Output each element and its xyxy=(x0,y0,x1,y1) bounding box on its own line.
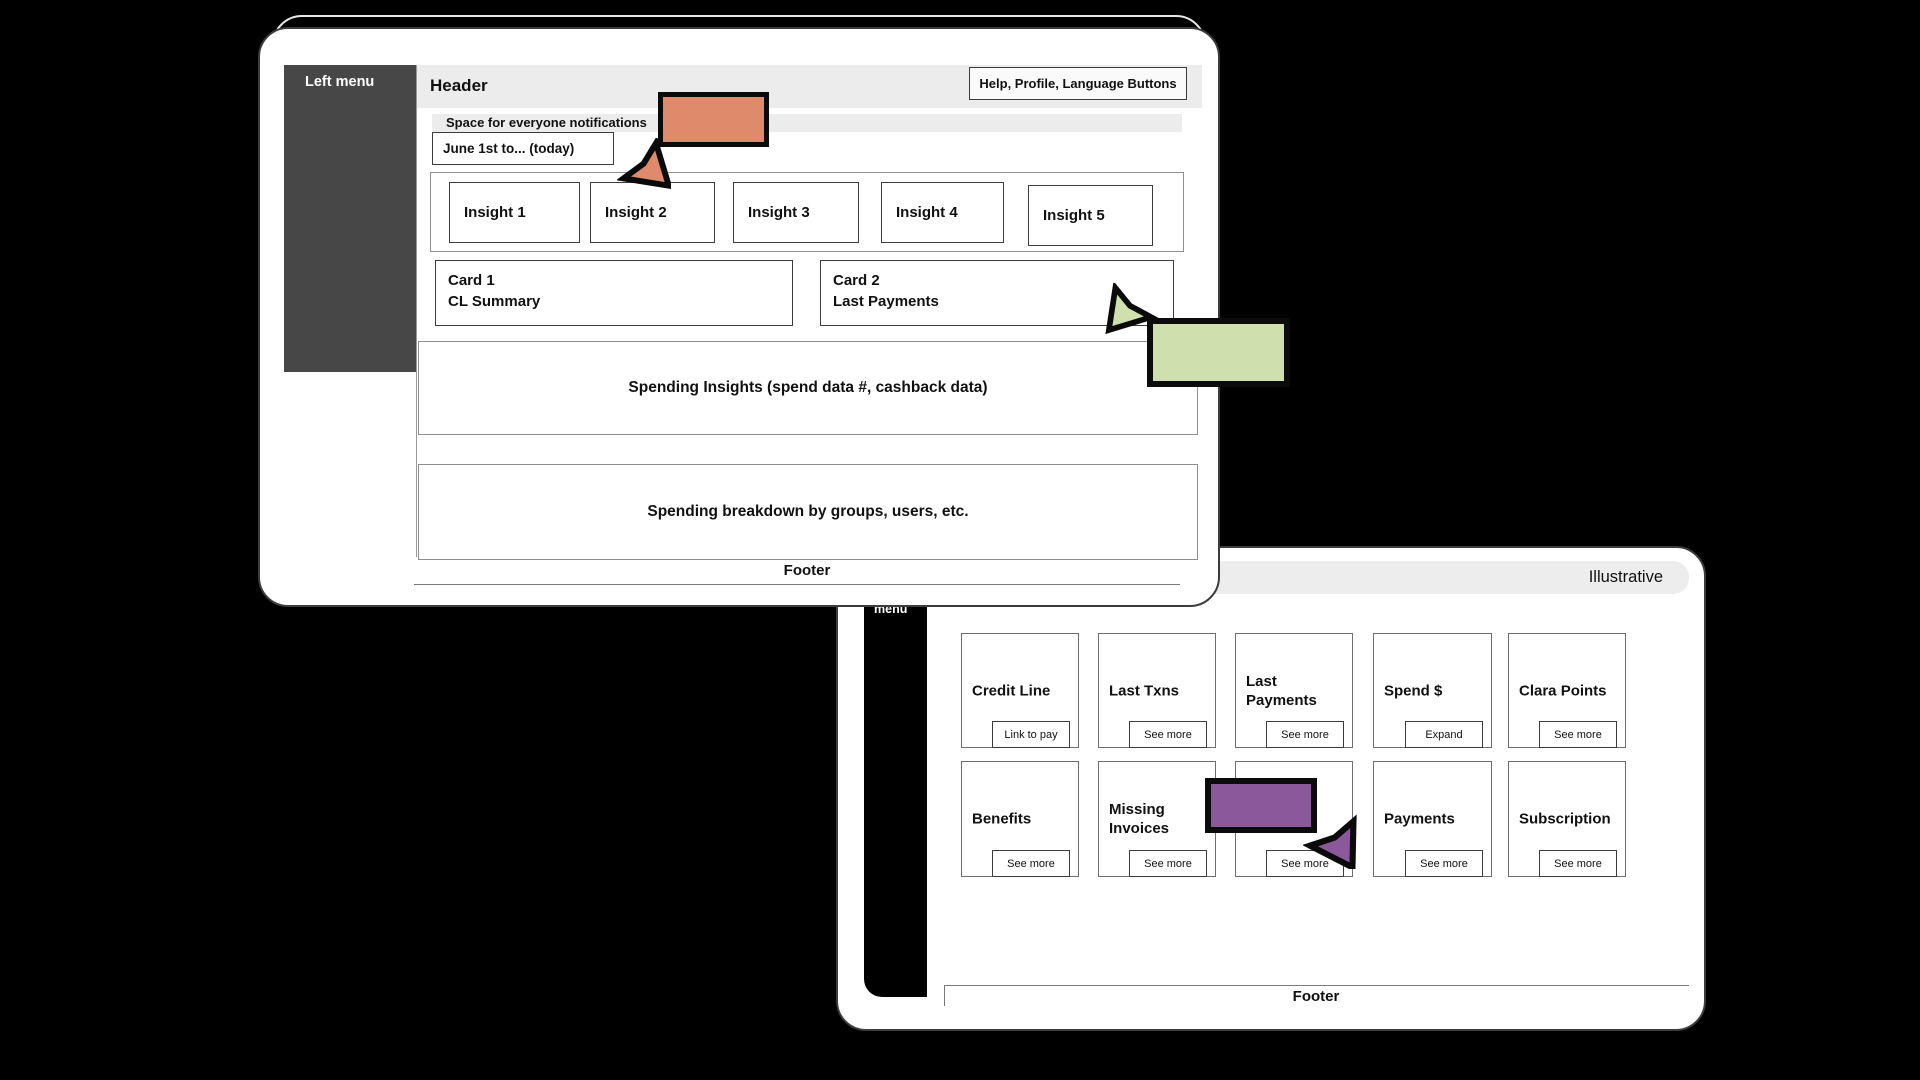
footer-label: Footer xyxy=(783,562,831,579)
footer-divider xyxy=(414,584,1180,585)
card-subtitle: CL Summary xyxy=(448,293,541,310)
footer-divider xyxy=(944,985,1689,1006)
tile-label: Subscription xyxy=(1519,810,1611,828)
insight-label: Insight 2 xyxy=(605,204,667,221)
spending-breakdown-text: Spending breakdown by groups, users, etc… xyxy=(647,503,969,520)
see-more-button[interactable]: See more xyxy=(1129,850,1207,877)
purple-highlight-rect xyxy=(1205,778,1317,833)
see-more-button[interactable]: See more xyxy=(1266,721,1344,748)
tile-clara-points[interactable]: Clara Points See more xyxy=(1508,633,1626,748)
summary-card-cl[interactable]: Card 1 CL Summary xyxy=(435,260,793,326)
sidebar-divider xyxy=(416,65,417,557)
insight-card-5[interactable]: Insight 5 xyxy=(1028,185,1153,246)
tile-last-txns[interactable]: Last Txns See more xyxy=(1098,633,1216,748)
tile-payments[interactable]: Payments See more xyxy=(1373,761,1492,877)
spending-breakdown-panel: Spending breakdown by groups, users, etc… xyxy=(418,464,1198,560)
spending-insights-panel: Spending Insights (spend data #, cashbac… xyxy=(418,341,1198,435)
tile-label: Last Txns xyxy=(1109,682,1180,699)
sidebar-label: Left menu xyxy=(305,74,375,90)
tile-label: Credit Line xyxy=(972,682,1051,699)
see-more-button[interactable]: See more xyxy=(1539,721,1617,748)
notifications-text: Space for everyone notifications xyxy=(446,115,647,130)
tile-label: Clara Points xyxy=(1519,682,1607,699)
tile-last-payments[interactable]: Last Payments See more xyxy=(1235,633,1353,748)
card-title: Card 1 xyxy=(448,272,495,289)
salmon-highlight-rect xyxy=(658,92,769,147)
insight-card-1[interactable]: Insight 1 xyxy=(449,182,580,243)
tile-label: Spend $ xyxy=(1384,682,1443,699)
tile-label: Payments xyxy=(1384,810,1455,828)
see-more-button[interactable]: See more xyxy=(1539,850,1617,877)
insights-row xyxy=(430,172,1184,252)
notifications-banner: Space for everyone notifications xyxy=(432,114,1182,132)
tile-credit-line[interactable]: Credit Line Link to pay xyxy=(961,633,1079,748)
tile-spend[interactable]: Spend $ Expand xyxy=(1373,633,1492,748)
tile-label: Missing Invoices xyxy=(1109,801,1170,837)
insight-label: Insight 5 xyxy=(1043,207,1105,224)
tile-subscription[interactable]: Subscription See more xyxy=(1508,761,1626,877)
tile-label: Benefits xyxy=(972,810,1032,828)
link-to-pay-button[interactable]: Link to pay xyxy=(992,721,1070,748)
card-title: Card 2 xyxy=(833,272,880,289)
footer-label: Footer xyxy=(1292,988,1340,1005)
green-highlight-rect xyxy=(1147,318,1290,387)
header-title: Header xyxy=(430,76,488,95)
card-subtitle: Last Payments xyxy=(833,293,939,310)
tile-benefits[interactable]: Benefits See more xyxy=(961,761,1079,877)
cursor-arrow-icon xyxy=(1303,814,1357,869)
sidebar-left-menu[interactable]: Left menu xyxy=(284,65,417,372)
spending-insights-text: Spending Insights (spend data #, cashbac… xyxy=(628,379,988,396)
insight-label: Insight 4 xyxy=(896,204,958,221)
expand-button[interactable]: Expand xyxy=(1405,721,1483,748)
tile-label: Last Payments xyxy=(1246,672,1317,709)
see-more-button[interactable]: See more xyxy=(1405,850,1483,877)
cursor-arrow-icon xyxy=(1105,283,1159,335)
see-more-button[interactable]: See more xyxy=(1129,721,1207,748)
help-profile-language-button[interactable]: Help, Profile, Language Buttons xyxy=(969,67,1187,100)
date-range-selector[interactable]: June 1st to... (today) xyxy=(432,132,614,165)
sidebar-menu[interactable]: menu xyxy=(864,594,927,997)
insight-card-3[interactable]: Insight 3 xyxy=(733,182,859,243)
insight-card-4[interactable]: Insight 4 xyxy=(881,182,1004,243)
date-range-value: June 1st to... (today) xyxy=(443,141,575,156)
insight-label: Insight 1 xyxy=(464,204,526,221)
tile-missing-invoices[interactable]: Missing Invoices See more xyxy=(1098,761,1216,877)
see-more-button[interactable]: See more xyxy=(992,850,1070,877)
insight-label: Insight 3 xyxy=(748,204,810,221)
cursor-arrow-icon xyxy=(617,138,671,190)
illustrative-label: Illustrative xyxy=(1588,568,1663,586)
help-profile-language-label: Help, Profile, Language Buttons xyxy=(979,76,1177,91)
